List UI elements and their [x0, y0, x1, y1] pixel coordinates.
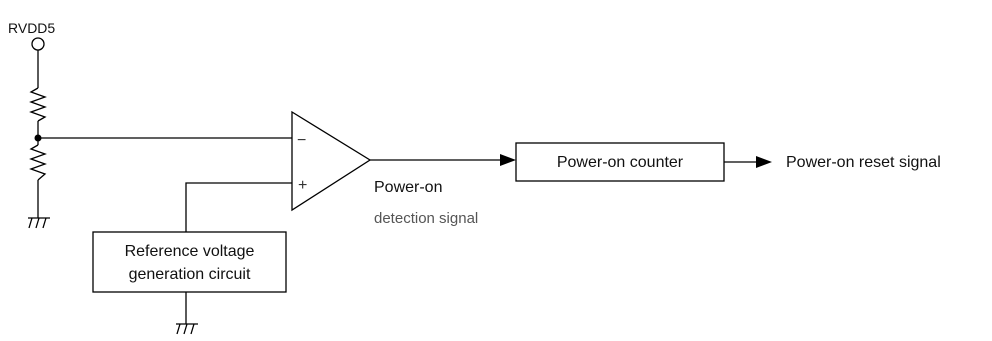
- upper-resistor: [29, 87, 47, 122]
- reference-block-line2: generation circuit: [129, 266, 251, 283]
- detection-signal-line2: detection signal: [374, 210, 478, 227]
- comparator-plus-label: +: [298, 177, 307, 194]
- arrow-right-icon: [500, 154, 516, 166]
- detection-signal-line1: Power-on: [374, 179, 442, 196]
- power-on-counter-label: Power-on counter: [557, 154, 684, 171]
- comparator-symbol: [291, 110, 372, 212]
- arrow-right-icon: [756, 156, 772, 168]
- lower-resistor: [29, 144, 47, 181]
- supply-terminal: [31, 37, 45, 51]
- comparator-minus-label: −: [297, 132, 306, 149]
- power-on-counter-block: [515, 142, 725, 182]
- reference-voltage-block: [92, 231, 287, 293]
- noninverting-input-wire: [185, 182, 292, 232]
- ground-icon: [176, 323, 198, 335]
- supply-label: RVDD5: [8, 20, 55, 36]
- output-signal-label: Power-on reset signal: [786, 154, 941, 171]
- reference-block-line1: Reference voltage: [125, 243, 255, 260]
- ground-icon: [28, 217, 50, 229]
